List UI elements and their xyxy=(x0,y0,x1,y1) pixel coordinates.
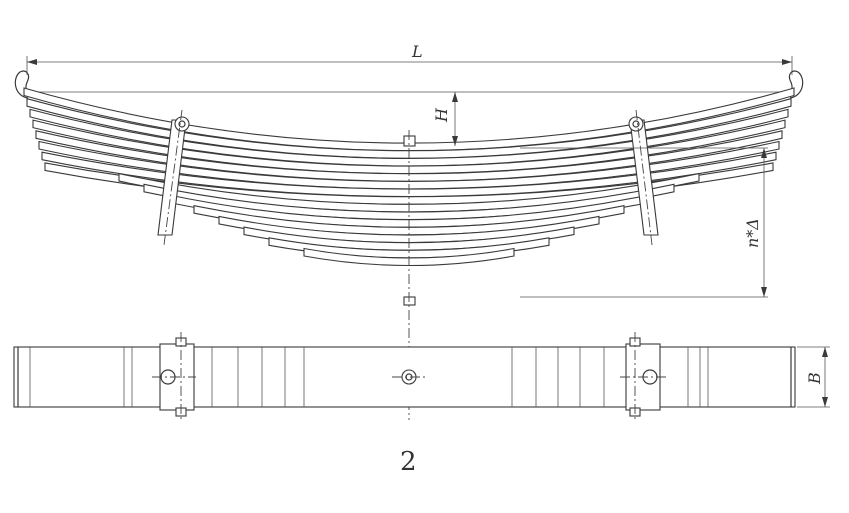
center-bolt-plan xyxy=(392,369,426,385)
plan-view: B xyxy=(13,332,830,422)
spring-leaf xyxy=(26,97,792,159)
spring-leaf xyxy=(23,87,795,152)
left-clamp xyxy=(157,109,190,246)
figure-number: 2 xyxy=(400,447,417,477)
spring-leaf xyxy=(29,108,789,167)
length-label: L xyxy=(411,42,423,61)
center-bolt-top xyxy=(403,135,416,147)
side-view: L xyxy=(14,42,804,420)
left-clamp-plan xyxy=(152,332,196,422)
stack-label: n*Δ xyxy=(743,218,762,248)
spring-leaf xyxy=(41,151,777,198)
width-dimension: B xyxy=(797,346,830,408)
spring-leaf xyxy=(303,247,515,267)
right-clamp-plan xyxy=(620,332,666,422)
spring-leaf xyxy=(35,130,783,182)
width-label: B xyxy=(805,372,824,385)
plan-leaf-steps xyxy=(29,347,709,407)
spring-leaf xyxy=(38,140,780,190)
right-clamp xyxy=(628,109,659,246)
center-bolt-bottom xyxy=(403,296,416,306)
spring-leaves xyxy=(23,87,795,267)
length-dimension: L xyxy=(26,42,793,75)
height-label: H xyxy=(432,107,451,123)
height-dimension: H xyxy=(432,92,458,146)
spring-leaf xyxy=(32,119,786,175)
stack-dimension: n*Δ xyxy=(520,147,768,298)
